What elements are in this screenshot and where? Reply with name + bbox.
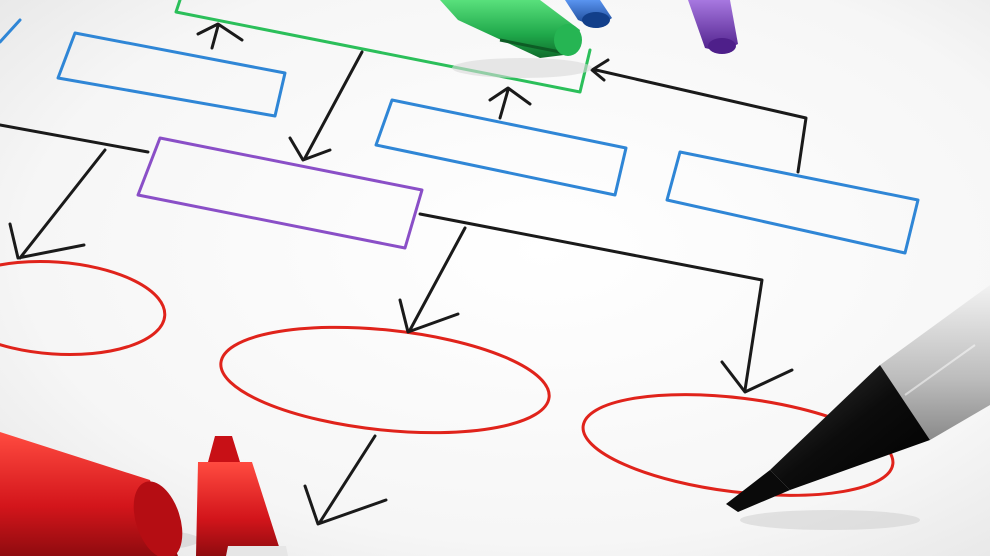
arrow-down-to-center-ellipse (398, 226, 467, 334)
arrow-right-to-top (590, 58, 808, 174)
blue-box-center (374, 98, 628, 197)
arrow-down-to-right-ellipse (720, 360, 794, 394)
blue-box-upper-left (56, 31, 287, 118)
green-marker (440, 0, 592, 78)
flowchart (0, 0, 920, 526)
arrow-down-bottom (303, 434, 388, 526)
arrow-down-left (8, 148, 107, 260)
line-left-from-purple (0, 123, 150, 154)
red-marker-cap (0, 432, 200, 556)
arrow-up-left (196, 22, 244, 50)
blue-box-left-partial (0, 18, 22, 44)
blue-box-right (665, 150, 920, 255)
arrow-up-center (488, 86, 532, 120)
arrow-down-center (288, 50, 364, 162)
purple-box (136, 136, 424, 250)
purple-marker (688, 0, 738, 54)
line-right-from-purple (418, 212, 764, 392)
red-ellipse-right (581, 393, 895, 497)
blue-marker (565, 0, 612, 28)
red-ellipse-center (219, 325, 551, 435)
black-marker (726, 285, 990, 530)
red-ellipse-left (0, 259, 167, 357)
red-marker (196, 436, 288, 556)
